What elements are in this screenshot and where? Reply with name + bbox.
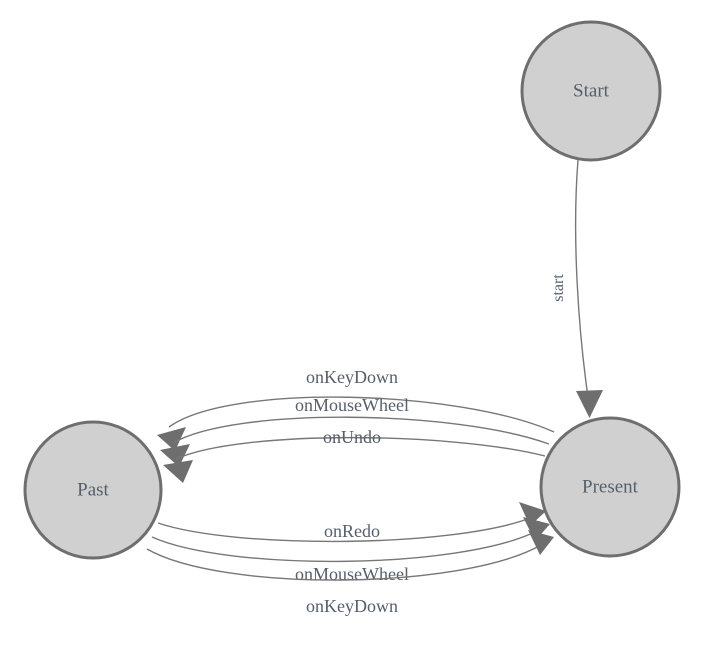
edge-start[interactable]: start (550, 159, 603, 418)
edge-present-past-mousewheel-path (172, 416, 550, 445)
edge-past-present-redo-path (157, 516, 534, 543)
node-past[interactable]: Past (23, 420, 163, 560)
edge-past-present-redo-arrowhead (519, 502, 546, 526)
edge-present-past-undo[interactable]: onUndo (163, 427, 546, 483)
edge-past-present-redo[interactable]: onRedo (157, 502, 546, 543)
edge-present-past-keydown-arrowhead (157, 427, 186, 451)
node-present[interactable]: Present (539, 416, 681, 558)
node-present-label: Present (582, 476, 639, 497)
node-start-circle (520, 20, 662, 162)
node-start-label: Start (573, 80, 610, 101)
edge-present-past-keydown-path (168, 396, 555, 433)
edge-start-arrowhead (576, 390, 603, 418)
edge-present-past-mousewheel[interactable]: onMouseWheel (160, 395, 550, 467)
edge-present-past-keydown[interactable]: onKeyDown (157, 367, 555, 451)
edge-present-past-keydown-label: onKeyDown (306, 367, 398, 387)
node-past-circle (23, 420, 163, 560)
edge-past-present-redo-label: onRedo (324, 521, 380, 541)
node-start[interactable]: Start (520, 20, 662, 162)
node-present-circle (539, 416, 681, 558)
edge-past-present-keydown[interactable]: onKeyDown (146, 530, 554, 616)
edge-past-present-mousewheel-path (151, 530, 538, 563)
edge-present-past-undo-label: onUndo (323, 427, 381, 447)
edge-start-path (574, 159, 590, 405)
edge-past-present-keydown-label: onKeyDown (306, 596, 398, 616)
edge-present-past-mousewheel-label: onMouseWheel (295, 395, 409, 415)
edge-past-present-keydown-path (146, 544, 542, 581)
node-past-label: Past (77, 479, 109, 500)
edge-past-present-mousewheel-arrowhead (523, 517, 550, 541)
edge-start-label: start (550, 274, 567, 302)
edge-past-present-mousewheel-label: onMouseWheel (295, 564, 409, 584)
edge-present-past-undo-path (175, 436, 546, 460)
edge-present-past-undo-arrowhead (163, 460, 193, 483)
edge-present-past-mousewheel-arrowhead (160, 444, 190, 467)
edge-past-present-keydown-arrowhead (528, 530, 554, 555)
